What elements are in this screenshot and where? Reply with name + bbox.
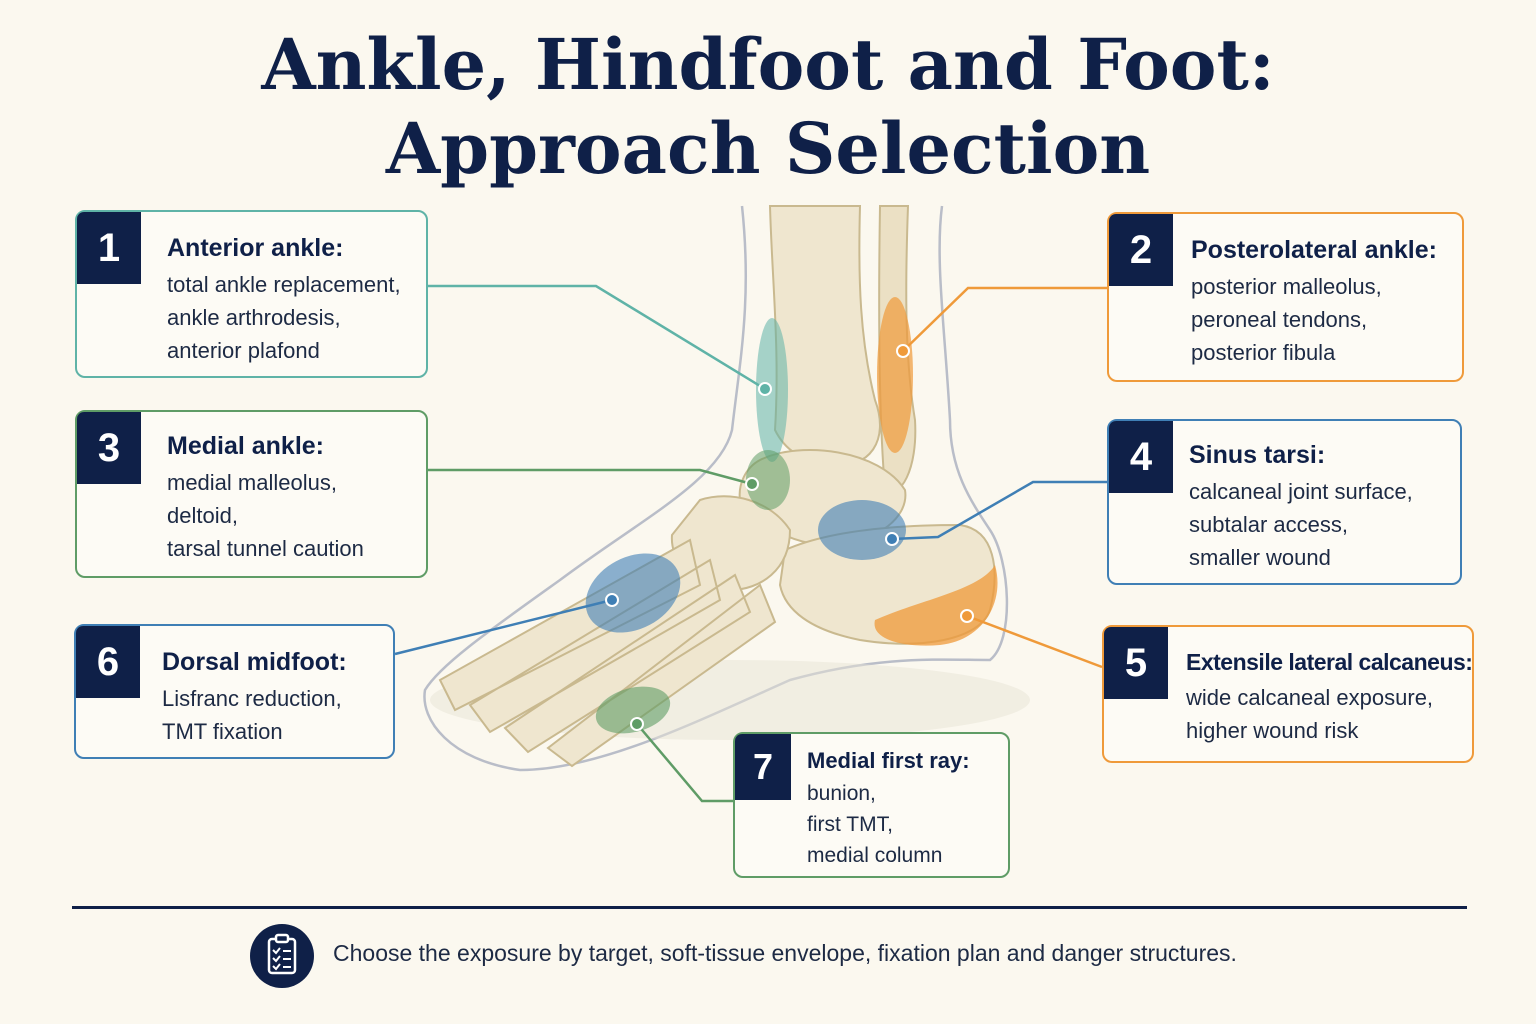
approach-6-line-1: Lisfranc reduction, xyxy=(162,686,342,711)
approach-card-4[interactable]: 4 Sinus tarsi: calcaneal joint surface, … xyxy=(1107,419,1462,585)
approach-1-line-2: ankle arthrodesis, xyxy=(167,305,341,330)
approach-7-line-3: medial column xyxy=(807,844,943,867)
dot-7 xyxy=(630,717,644,731)
approach-4-line-1: calcaneal joint surface, xyxy=(1189,479,1413,504)
approach-heading-2: Posterolateral ankle: xyxy=(1191,236,1437,264)
zone-3-medial-ankle[interactable] xyxy=(746,450,790,510)
approach-card-7[interactable]: 7 Medial first ray: bunion, first TMT, m… xyxy=(733,732,1010,878)
approach-2-line-1: posterior malleolus, xyxy=(1191,274,1382,299)
approach-number-6: 6 xyxy=(76,626,140,698)
approach-heading-1: Anterior ankle: xyxy=(167,234,344,262)
approach-heading-3: Medial ankle: xyxy=(167,432,324,460)
leader-line-2 xyxy=(902,286,1107,352)
zone-2-posterolateral-ankle[interactable] xyxy=(877,297,913,453)
approach-number-3: 3 xyxy=(77,412,141,484)
dot-5 xyxy=(960,609,974,623)
dot-4 xyxy=(885,532,899,546)
approach-4-line-3: smaller wound xyxy=(1189,545,1331,570)
approach-number-1: 1 xyxy=(77,212,141,284)
approach-5-line-1: wide calcaneal exposure, xyxy=(1186,685,1434,710)
foot-skin-outline xyxy=(423,205,1009,772)
leader-line-3 xyxy=(428,468,753,486)
footer-divider xyxy=(72,906,1467,909)
zone-5-lateral-calcaneus[interactable] xyxy=(874,565,998,646)
approach-7-line-1: bunion, xyxy=(807,782,876,805)
approach-3-line-3: tarsal tunnel caution xyxy=(167,536,364,561)
leader-line-4 xyxy=(891,480,1107,541)
leader-line-5 xyxy=(966,614,1103,669)
footer-text: Choose the exposure by target, soft-tiss… xyxy=(333,940,1237,966)
approach-3-line-2: deltoid, xyxy=(167,503,238,528)
approach-number-5: 5 xyxy=(1104,627,1168,699)
approach-6-line-2: TMT fixation xyxy=(162,719,283,744)
dot-1 xyxy=(758,382,772,396)
zone-6-dorsal-midfoot[interactable] xyxy=(572,538,694,649)
approach-4-line-2: subtalar access, xyxy=(1189,512,1348,537)
approach-7-line-2: first TMT, xyxy=(807,813,893,836)
zone-7-medial-first-ray[interactable] xyxy=(591,679,676,741)
zone-4-sinus-tarsi[interactable] xyxy=(818,500,906,560)
leader-line-1 xyxy=(428,284,766,391)
approach-card-2[interactable]: 2 Posterolateral ankle: posterior malleo… xyxy=(1107,212,1464,382)
approach-heading-5: Extensile lateral calcaneus: xyxy=(1186,649,1473,675)
approach-number-4: 4 xyxy=(1109,421,1173,493)
approach-heading-7: Medial first ray: xyxy=(807,748,970,773)
approach-number-7: 7 xyxy=(735,734,791,800)
dot-3 xyxy=(745,477,759,491)
page-title-line1: Ankle, Hindfoot and Foot: xyxy=(261,23,1275,106)
approach-card-1[interactable]: 1 Anterior ankle: total ankle replacemen… xyxy=(75,210,428,378)
approach-3-line-1: medial malleolus, xyxy=(167,470,337,495)
dot-2 xyxy=(896,344,910,358)
tibia-bone xyxy=(768,205,881,467)
approach-number-2: 2 xyxy=(1109,214,1173,286)
approach-heading-6: Dorsal midfoot: xyxy=(162,648,347,676)
approach-card-3[interactable]: 3 Medial ankle: medial malleolus, deltoi… xyxy=(75,410,428,578)
approach-heading-4: Sinus tarsi: xyxy=(1189,441,1326,469)
page-title-line2: Approach Selection xyxy=(385,107,1151,190)
approach-2-line-3: posterior fibula xyxy=(1191,340,1336,365)
approach-1-line-1: total ankle replacement, xyxy=(167,272,401,297)
approach-card-5[interactable]: 5 Extensile lateral calcaneus: wide calc… xyxy=(1102,625,1474,763)
approach-2-line-2: peroneal tendons, xyxy=(1191,307,1368,332)
zone-1-anterior-ankle[interactable] xyxy=(756,318,788,462)
dot-6 xyxy=(605,593,619,607)
clipboard-checklist-icon xyxy=(250,924,314,988)
approach-5-line-2: higher wound risk xyxy=(1186,718,1359,743)
approach-1-line-3: anterior plafond xyxy=(167,338,320,363)
leader-line-6 xyxy=(394,598,613,656)
approach-card-6[interactable]: 6 Dorsal midfoot: Lisfranc reduction, TM… xyxy=(74,624,395,759)
leader-line-7 xyxy=(636,723,733,803)
metatarsal-bones xyxy=(438,538,777,768)
